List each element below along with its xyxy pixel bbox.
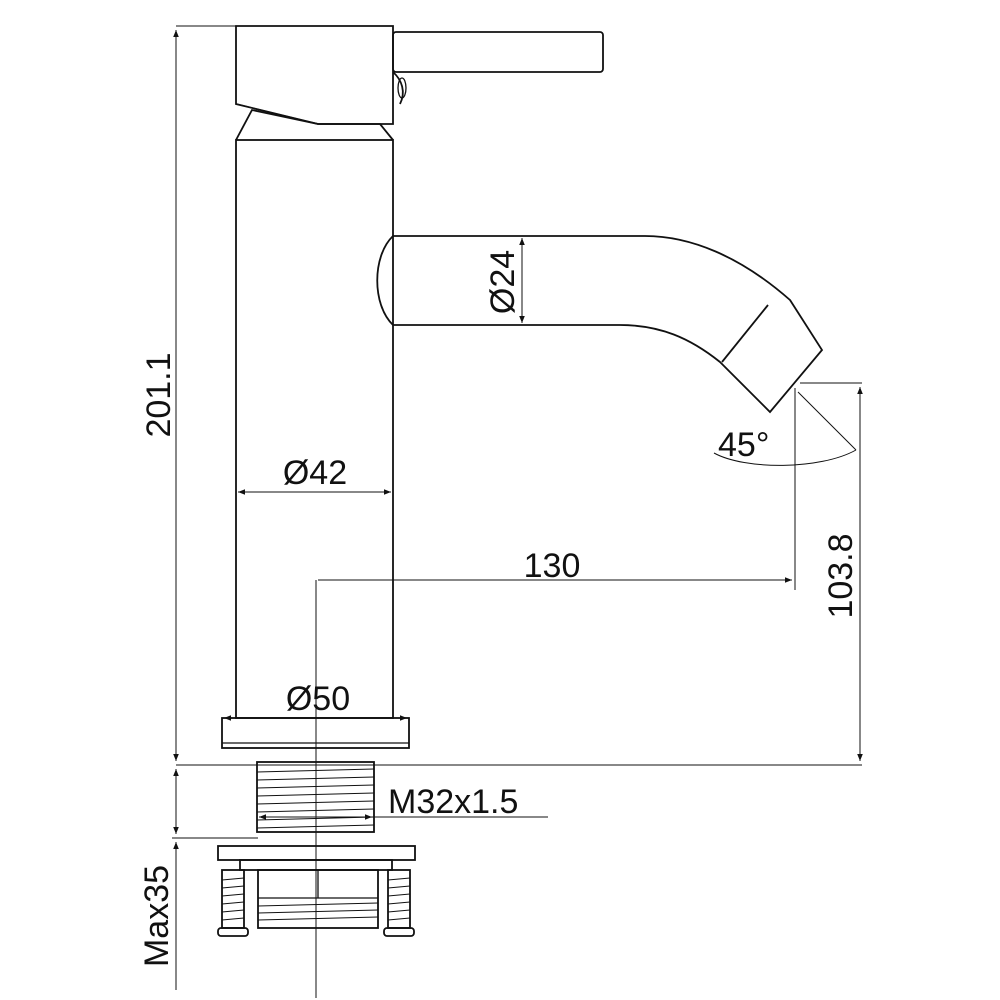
- label-thread: M32x1.5: [388, 783, 518, 821]
- label-spout-height: 103.8: [822, 533, 860, 618]
- faucet-body: [235, 139, 394, 719]
- label-max-counter: Max35: [138, 865, 176, 967]
- label-body-diameter: Ø42: [283, 454, 347, 492]
- dimension-labels: 201.1 Ø42 Ø50 Ø24 45° 130 103.8 M32x1.5 …: [138, 250, 860, 967]
- spout: [393, 235, 824, 414]
- label-spout-diameter: Ø24: [484, 250, 522, 314]
- label-spout-angle: 45°: [718, 426, 769, 464]
- label-total-height: 201.1: [140, 352, 178, 437]
- mounting-bolt-left: [217, 869, 249, 937]
- lever-handle: [235, 25, 604, 125]
- mounting-bolt-right: [383, 869, 415, 937]
- label-base-diameter: Ø50: [286, 680, 350, 718]
- faucet-outline: [217, 25, 824, 937]
- dimension-lines: [172, 25, 863, 998]
- collar: [235, 108, 394, 141]
- label-spout-reach: 130: [524, 547, 581, 585]
